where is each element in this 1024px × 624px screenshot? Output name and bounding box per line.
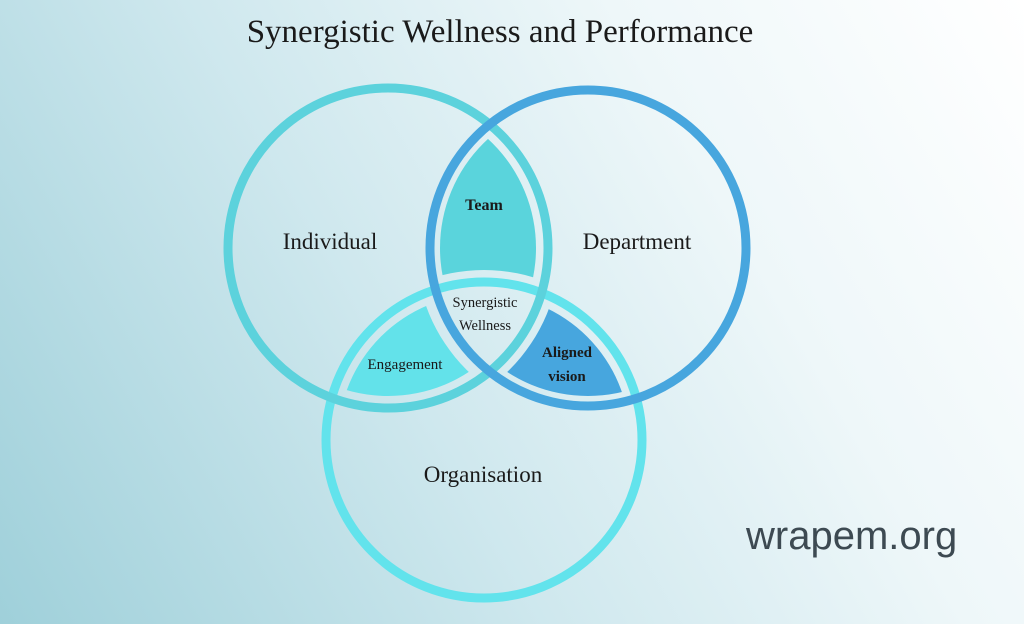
- department-circle: [425, 85, 751, 411]
- center-label-line1: Synergistic: [453, 295, 518, 311]
- department-label: Department: [583, 229, 692, 254]
- individual-label: Individual: [283, 229, 378, 254]
- diagram-title: Synergistic Wellness and Performance: [246, 14, 754, 50]
- aligned-vision-label-line2: vision: [548, 369, 586, 385]
- organisation-circle: [321, 277, 647, 603]
- individual-circle: [223, 83, 553, 413]
- team-label: Team: [465, 197, 503, 214]
- engagement-label: Engagement: [368, 357, 444, 373]
- brand-watermark: wrapem.org: [746, 514, 958, 558]
- center-label-line2: Wellness: [459, 318, 511, 334]
- aligned-vision-label-line1: Aligned: [542, 345, 593, 361]
- organisation-label: Organisation: [424, 462, 543, 487]
